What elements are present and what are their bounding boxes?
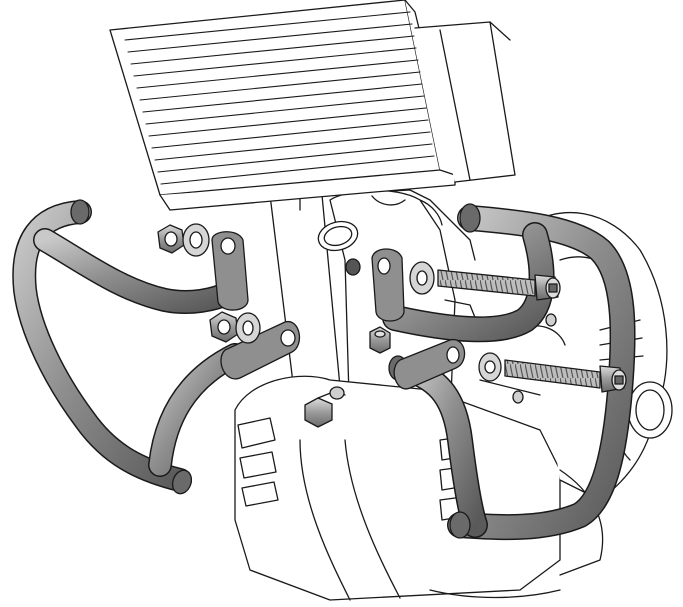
left-upper-washer: [182, 223, 210, 257]
left-crash-bar: [12, 199, 247, 495]
right-lower-mount-plate: [393, 339, 466, 390]
right-upper-bolt: [437, 269, 561, 301]
left-upper-mount-plate: [211, 231, 249, 311]
engine-small-bolt: [512, 313, 557, 404]
lower-center-bolt: [304, 386, 346, 428]
left-lower-mount-plate: [220, 321, 301, 380]
right-upper-washer: [409, 261, 435, 295]
oil-cooler: [109, 0, 516, 211]
right-lower-bolt: [504, 359, 627, 393]
right-lower-washer: [478, 352, 502, 382]
center-small-bolt: [369, 326, 391, 354]
left-upper-nut: [157, 224, 185, 254]
right-upper-mount-plate: [371, 248, 405, 322]
left-lower-nut: [209, 311, 239, 343]
left-lower-washer: [235, 312, 261, 344]
